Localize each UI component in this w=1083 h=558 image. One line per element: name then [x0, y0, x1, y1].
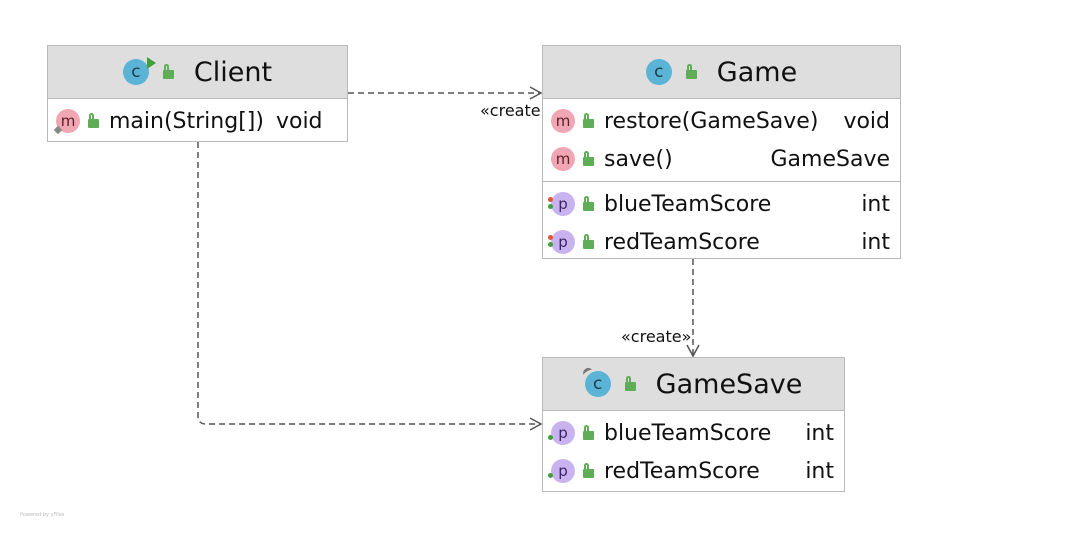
method-icon: m	[53, 109, 80, 135]
class-icon: c	[122, 57, 156, 85]
method-icon: m	[551, 147, 575, 171]
method-name: restore(GameSave)	[604, 108, 819, 134]
method-row[interactable]: m restore(GameSave) void	[543, 102, 900, 140]
footer-note: Powered by yFiles	[20, 512, 65, 518]
runnable-icon	[146, 57, 156, 69]
property-type: int	[861, 229, 890, 255]
client-game-create-label: «create»	[480, 101, 551, 120]
property-type: int	[861, 191, 890, 217]
getter-marker-icon	[548, 435, 553, 440]
client-to-game-arrowhead	[529, 86, 543, 100]
method-row[interactable]: m main(String[]) void	[48, 102, 347, 140]
method-icon: m	[551, 109, 575, 133]
class-gamesave[interactable]: c GameSave p blueTeamScore int p redTeam…	[542, 357, 845, 492]
method-name: save()	[604, 146, 673, 172]
class-client-name: Client	[193, 56, 273, 88]
game-to-gamesave-arrowhead	[686, 344, 700, 358]
class-client-header[interactable]: c Client	[48, 46, 347, 99]
class-game-methods: m restore(GameSave) void m save() GameSa…	[543, 99, 900, 182]
setter-marker-icon	[548, 242, 553, 247]
method-return-type: void	[843, 108, 890, 134]
method-return-type: GameSave	[770, 146, 891, 172]
property-icon: p	[548, 421, 575, 445]
property-type: int	[805, 458, 834, 484]
method-name: main(String[])	[109, 108, 264, 134]
class-game-properties: p blueTeamScore int p redTeamScore int	[543, 182, 900, 264]
property-row[interactable]: p blueTeamScore int	[543, 185, 900, 223]
lock-open-icon	[583, 463, 594, 478]
class-icon: c	[581, 366, 611, 397]
setter-marker-icon	[548, 204, 553, 209]
class-game-header[interactable]: c Game	[543, 46, 900, 99]
class-gamesave-name: GameSave	[655, 368, 803, 400]
static-marker-icon	[53, 125, 63, 135]
lock-open-icon	[583, 151, 594, 166]
class-gamesave-header[interactable]: c GameSave	[543, 358, 844, 411]
method-row[interactable]: m save() GameSave	[543, 140, 900, 178]
property-row[interactable]: p blueTeamScore int	[543, 414, 844, 452]
lock-open-icon	[624, 376, 636, 391]
property-name: redTeamScore	[604, 229, 760, 255]
game-gamesave-create-label: «create»	[621, 327, 692, 346]
getter-marker-icon	[548, 473, 553, 478]
getter-marker-icon	[548, 197, 553, 202]
lock-open-icon	[583, 234, 594, 249]
client-to-gamesave-arrow	[197, 142, 540, 425]
lock-open-icon	[583, 196, 594, 211]
lock-open-icon	[685, 64, 697, 79]
property-icon: p	[548, 230, 575, 254]
getter-marker-icon	[548, 235, 553, 240]
class-game-name: Game	[716, 56, 798, 88]
lock-open-icon	[88, 113, 99, 128]
class-gamesave-properties: p blueTeamScore int p redTeamScore int	[543, 411, 844, 493]
class-client[interactable]: c Client m main(String[]) void	[47, 45, 348, 142]
lock-open-icon	[583, 113, 594, 128]
property-icon: p	[548, 459, 575, 483]
client-to-gamesave-arrowhead	[529, 417, 543, 431]
property-icon: p	[548, 192, 575, 216]
class-client-methods: m main(String[]) void	[48, 99, 347, 143]
class-game[interactable]: c Game m restore(GameSave) void m save()…	[542, 45, 901, 259]
property-row[interactable]: p redTeamScore int	[543, 223, 900, 261]
method-return-type: void	[275, 108, 323, 134]
class-icon: c	[645, 59, 672, 85]
record-marker-icon	[581, 366, 595, 379]
property-name: blueTeamScore	[604, 420, 772, 446]
lock-open-icon	[583, 425, 594, 440]
property-name: blueTeamScore	[604, 191, 772, 217]
property-name: redTeamScore	[604, 458, 760, 484]
lock-open-icon	[162, 64, 174, 79]
property-row[interactable]: p redTeamScore int	[543, 452, 844, 490]
property-type: int	[805, 420, 834, 446]
